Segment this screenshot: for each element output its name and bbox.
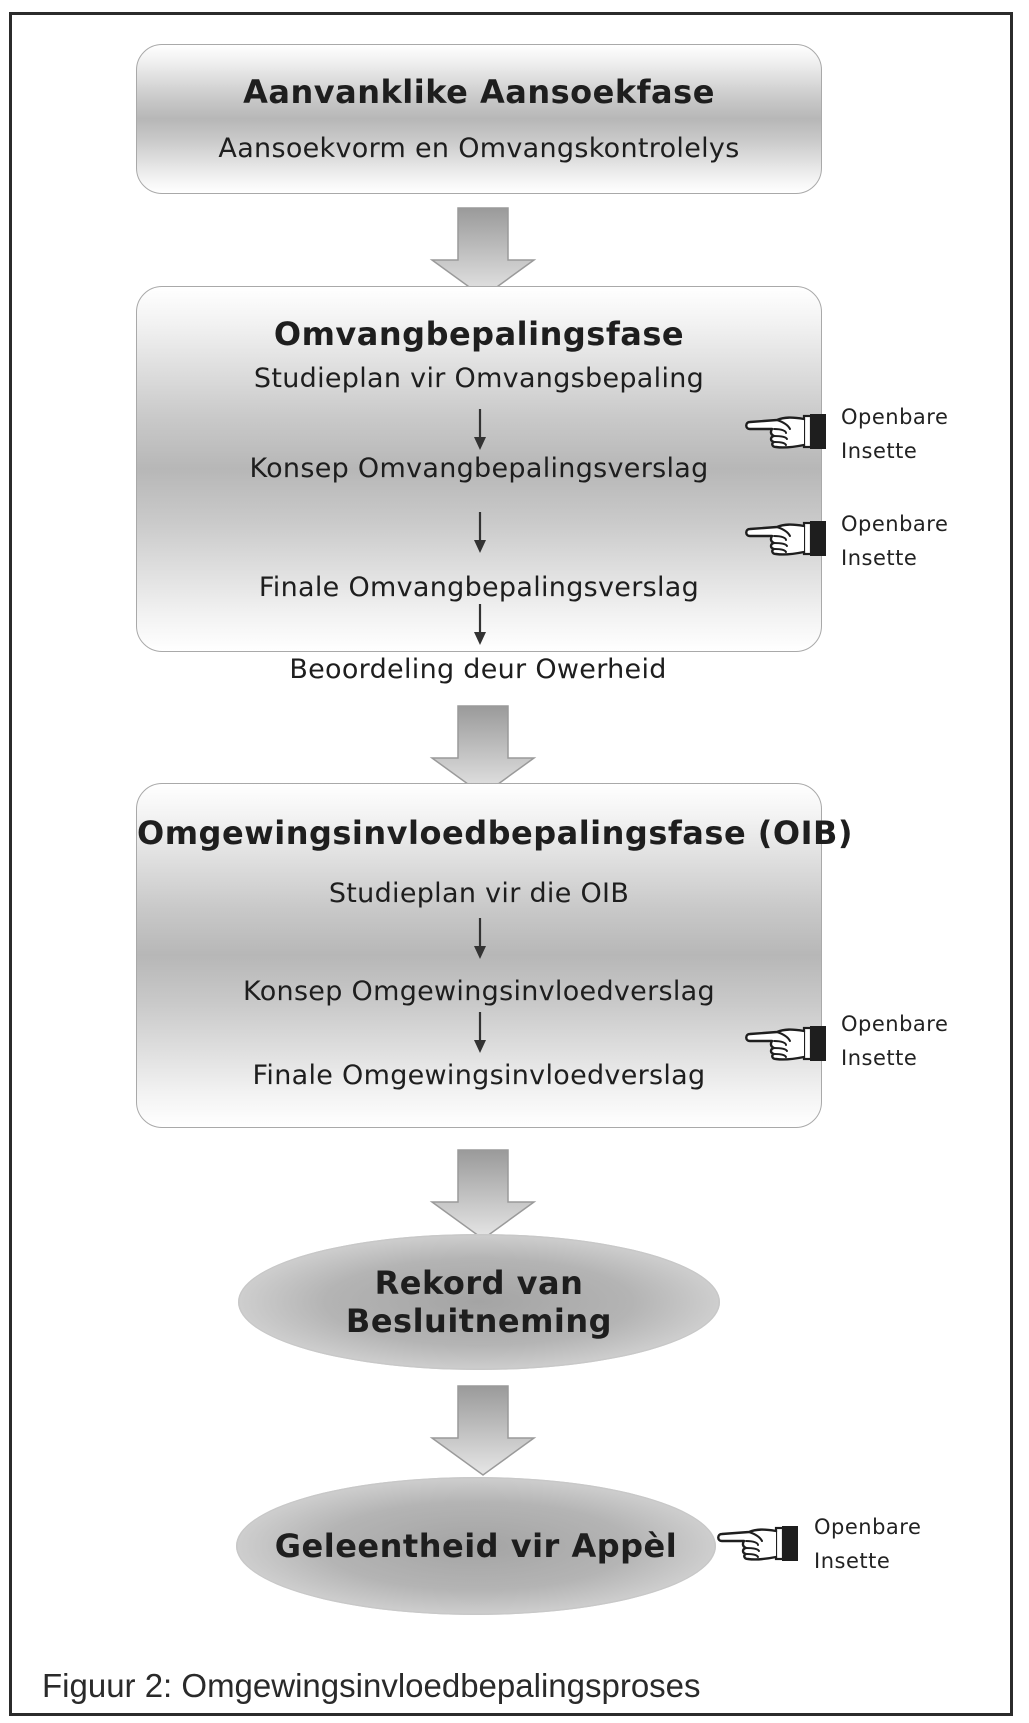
public-input-label: Openbare Insette xyxy=(841,400,948,468)
eia-phase-box: Omgewingsinvloedbepalingsfase (OIB) Stud… xyxy=(136,783,854,1128)
scoping-step-draft-report: Konsep Omvangbepalingsverslag xyxy=(249,453,709,484)
public-input-line2: Insette xyxy=(841,439,918,463)
decision-record-node: Rekord van Besluitneming xyxy=(238,1234,720,1370)
application-phase-subtitle: Aansoekvorm en Omvangskontrolelys xyxy=(218,133,740,164)
appeal-opportunity-label: Geleentheid vir Appèl xyxy=(274,1527,678,1565)
pointing-hand-icon xyxy=(745,412,828,451)
authority-review-label: Beoordeling deur Owerheid xyxy=(289,654,667,685)
eia-step-study-plan: Studieplan vir die OIB xyxy=(328,878,630,909)
public-input-line2: Insette xyxy=(814,1549,891,1573)
public-input-line1: Openbare xyxy=(841,1012,949,1036)
public-input-line2: Insette xyxy=(841,546,918,570)
scoping-step-final-report: Finale Omvangbepalingsverslag xyxy=(258,572,700,603)
pointing-hand-icon xyxy=(745,1024,828,1063)
public-input-line1: Openbare xyxy=(841,512,949,536)
public-input-label: Openbare Insette xyxy=(841,1007,948,1075)
application-phase-box: Aanvanklike Aansoekfase Aansoekvorm en O… xyxy=(136,44,822,194)
step-arrow-down-icon xyxy=(473,409,487,451)
flow-arrow-down-icon xyxy=(431,1149,535,1240)
figure-caption: Figuur 2: Omgewingsinvloedbepalingsprose… xyxy=(42,1667,701,1704)
eia-step-draft-report: Konsep Omgewingsinvloedverslag xyxy=(243,976,715,1007)
public-input-line2: Insette xyxy=(841,1046,918,1070)
public-input-line1: Openbare xyxy=(814,1515,922,1539)
public-input-line1: Openbare xyxy=(841,405,949,429)
step-arrow-down-icon xyxy=(473,918,487,960)
eia-step-final-report: Finale Omgewingsinvloedverslag xyxy=(252,1060,706,1091)
step-arrow-down-icon xyxy=(473,512,487,554)
step-arrow-down-icon xyxy=(473,604,487,646)
application-phase-title: Aanvanklike Aansoekfase xyxy=(243,73,715,111)
figure-frame xyxy=(9,12,1013,1716)
eia-phase-title: Omgewingsinvloedbepalingsfase (OIB) xyxy=(137,814,854,852)
pointing-hand-icon xyxy=(745,519,828,558)
scoping-phase-box: Omvangbepalingsfase Studieplan vir Omvan… xyxy=(136,286,822,652)
scoping-phase-title: Omvangbepalingsfase xyxy=(273,315,685,353)
scoping-step-study-plan: Studieplan vir Omvangsbepaling xyxy=(253,363,705,394)
decision-record-label: Rekord van Besluitneming xyxy=(345,1264,613,1340)
flow-arrow-down-icon xyxy=(431,1385,535,1476)
public-input-label: Openbare Insette xyxy=(814,1510,921,1578)
step-arrow-down-icon xyxy=(473,1012,487,1054)
pointing-hand-icon xyxy=(717,1524,800,1563)
appeal-opportunity-node: Geleentheid vir Appèl xyxy=(236,1477,716,1615)
public-input-label: Openbare Insette xyxy=(841,507,948,575)
